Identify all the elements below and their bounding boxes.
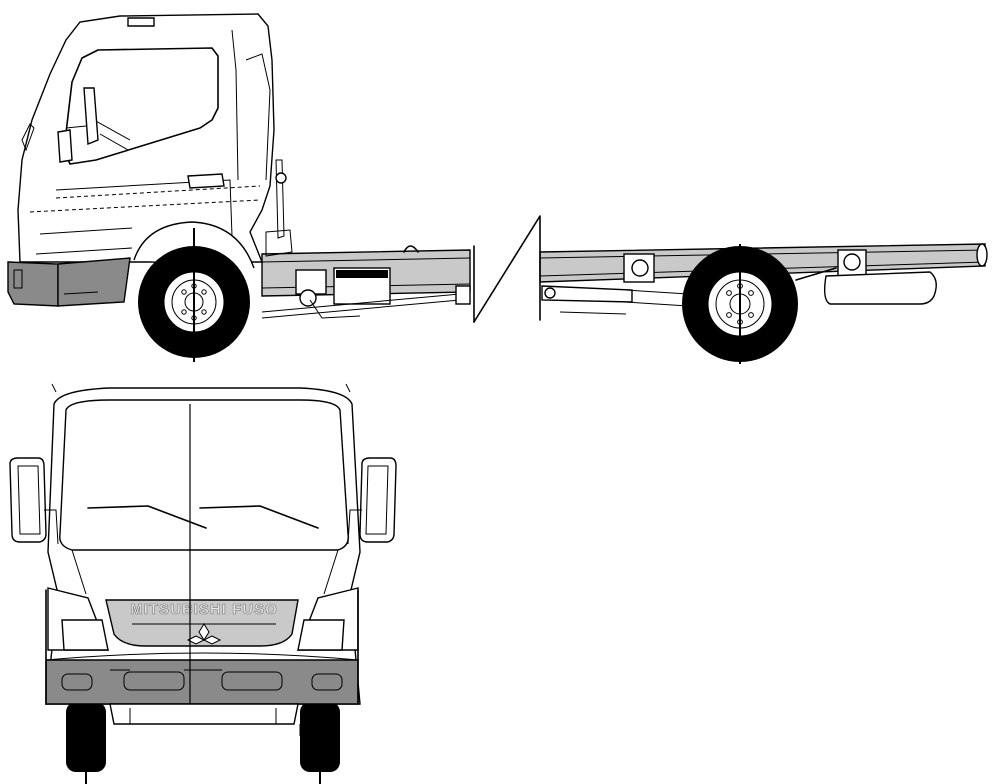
- grille-badge-text: MITSUBISHI FUSO: [130, 601, 278, 618]
- front-bumper: [45, 652, 359, 705]
- front-view-drawing: MITSUBISHI FUSO: [9, 383, 397, 784]
- frame-break-mark: [473, 215, 541, 323]
- side-view-drawing: [7, 13, 988, 364]
- mirror-right: [347, 457, 397, 545]
- front-bumper-side: [7, 257, 131, 307]
- rear-spring-hangers: [623, 249, 867, 283]
- front-grille: MITSUBISHI FUSO: [105, 599, 299, 647]
- cab-side: [17, 13, 275, 269]
- three-diamond-logo: [186, 623, 222, 645]
- driveshaft-front: [261, 285, 471, 319]
- rear-tank: [823, 271, 937, 305]
- mirror-left: [9, 457, 59, 545]
- driveshaft-rear: [541, 285, 689, 315]
- under-step: [103, 703, 301, 736]
- cab-rear-fittings: [265, 159, 419, 257]
- headlamps: [47, 587, 359, 651]
- front-tires: [66, 702, 340, 784]
- rear-wheel: [682, 244, 798, 364]
- battery-box: [295, 267, 391, 305]
- front-wheel: [138, 228, 250, 362]
